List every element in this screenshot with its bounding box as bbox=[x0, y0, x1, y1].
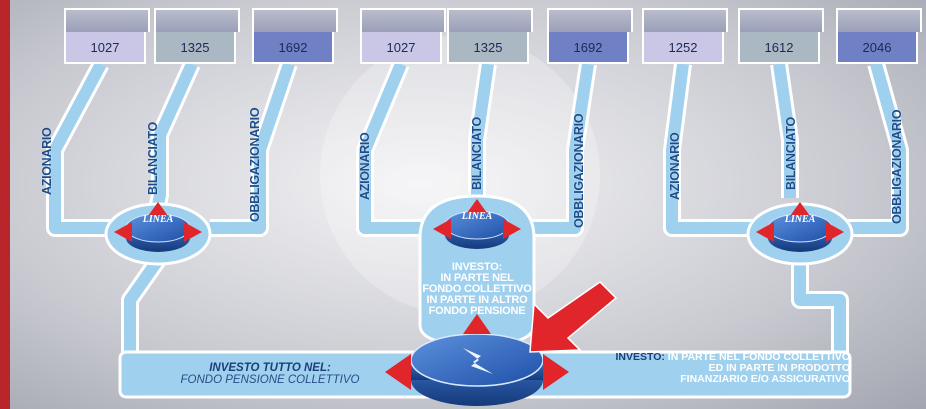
value-box: 1692 bbox=[547, 8, 633, 64]
branch-label-obbligazionario: OBBLIGAZIONARIO bbox=[248, 107, 262, 222]
value-box: 1325 bbox=[447, 8, 533, 64]
branch-label-obbligazionario: OBBLIGAZIONARIO bbox=[890, 109, 904, 224]
value-box: 1612 bbox=[738, 8, 824, 64]
hub-label: LINEA bbox=[461, 211, 493, 222]
hub-1 bbox=[104, 202, 212, 266]
value-box: 1027 bbox=[64, 8, 150, 64]
value-box-number: 1325 bbox=[473, 39, 503, 55]
value-box-number: 1325 bbox=[180, 39, 210, 55]
hub-2 bbox=[433, 199, 521, 249]
middle-note-line: FONDO PENSIONE bbox=[428, 305, 526, 317]
branch-label-obbligazionario: OBBLIGAZIONARIO bbox=[572, 113, 586, 228]
hub-label: LINEA bbox=[784, 214, 816, 225]
value-box: 1692 bbox=[252, 8, 338, 64]
branch-label-bilanciato: BILANCIATO bbox=[784, 117, 798, 190]
value-box-number: 1027 bbox=[386, 39, 416, 55]
value-box-number: 1252 bbox=[668, 39, 698, 55]
value-box-number: 1027 bbox=[90, 39, 120, 55]
middle-note-line: IN PARTE NEL bbox=[440, 272, 514, 284]
hub-3 bbox=[746, 202, 854, 266]
value-box: 1325 bbox=[154, 8, 240, 64]
value-box-number: 1692 bbox=[278, 39, 308, 55]
middle-note-line: FONDO COLLETTIVO bbox=[422, 283, 532, 295]
right-note-line: FINANZIARIO E/O ASSICURATIVO bbox=[680, 373, 850, 385]
value-box-number: 1692 bbox=[573, 39, 603, 55]
middle-note-line: IN PARTE IN ALTRO bbox=[426, 294, 528, 306]
value-box: 1027 bbox=[360, 8, 446, 64]
left-red-strip bbox=[0, 0, 10, 409]
central-hub bbox=[385, 314, 569, 406]
right-note-line: IN PARTE NEL FONDO COLLETTIVO bbox=[667, 351, 850, 363]
branch-label-bilanciato: BILANCIATO bbox=[146, 122, 160, 195]
branch-label-bilanciato: BILANCIATO bbox=[470, 117, 484, 190]
value-box-number: 2046 bbox=[862, 39, 892, 55]
right-note: INVESTO: IN PARTE NEL FONDO COLLETTIVO E… bbox=[550, 352, 850, 385]
pointer-arrow-icon bbox=[529, 281, 618, 353]
value-box: 2046 bbox=[836, 8, 922, 64]
value-box: 1252 bbox=[642, 8, 728, 64]
right-note-heading: INVESTO: bbox=[615, 351, 665, 363]
middle-note: INVESTO: IN PARTE NEL FONDO COLLETTIVO I… bbox=[418, 262, 536, 317]
middle-note-heading: INVESTO: bbox=[451, 261, 503, 273]
hub-label: LINEA bbox=[142, 214, 174, 225]
branch-label-azionario: AZIONARIO bbox=[358, 132, 372, 200]
left-note-line: FONDO PENSIONE COLLETTIVO bbox=[180, 374, 360, 386]
left-note: INVESTO TUTTO NEL: FONDO PENSIONE COLLET… bbox=[140, 362, 400, 386]
value-box-number: 1612 bbox=[764, 39, 794, 55]
left-note-heading: INVESTO TUTTO NEL: bbox=[209, 362, 331, 374]
branch-label-azionario: AZIONARIO bbox=[668, 132, 682, 200]
right-note-line: ED IN PARTE IN PRODOTTO bbox=[708, 362, 850, 374]
branch-label-azionario: AZIONARIO bbox=[40, 127, 54, 195]
